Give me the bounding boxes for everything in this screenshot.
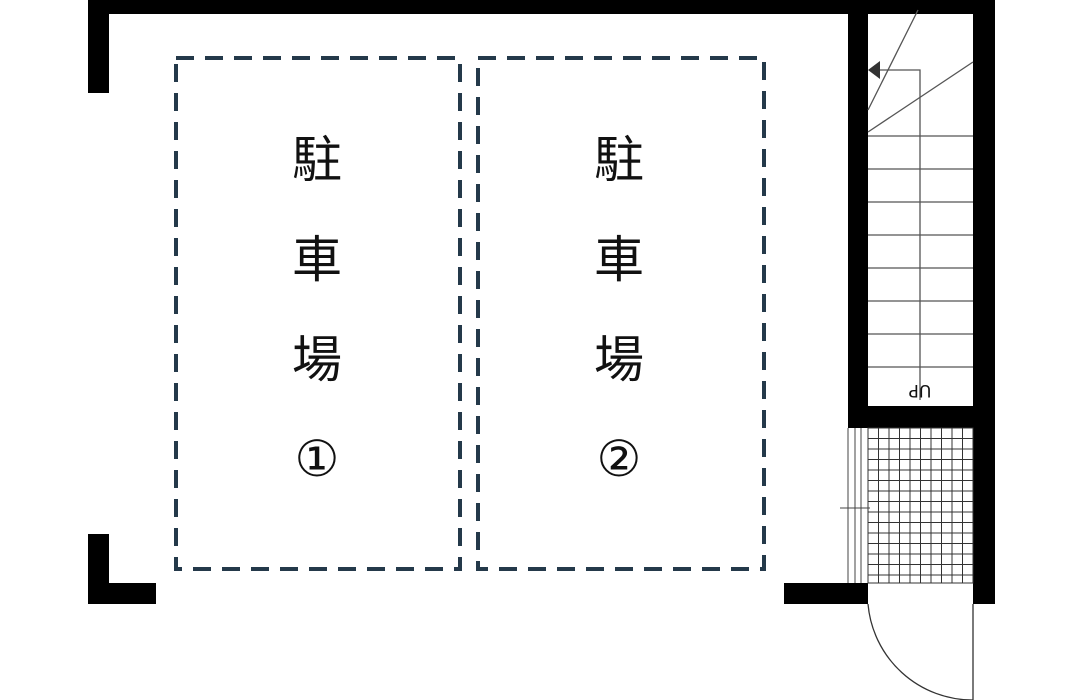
wall-entry-post (848, 583, 868, 604)
parking-bay-1-label: 駐 車 場 ① (292, 131, 342, 488)
wall-top (88, 0, 995, 14)
stair-up-label: UP (909, 380, 932, 400)
parking-bay-1-outline (174, 56, 462, 571)
bay-1-number: ① (295, 430, 340, 488)
wall-bottom-right (784, 583, 868, 604)
wall-bottom-left (88, 583, 156, 604)
bay-2-char-2: 車 (594, 231, 644, 289)
bay-2-char-3: 場 (594, 331, 644, 389)
stair-up-text: UP (909, 380, 932, 400)
stair-break-line-1 (867, 9, 919, 111)
parking-bay-2-label: 駐 車 場 ② (594, 131, 644, 488)
bay-2-char-1: 駐 (594, 131, 644, 189)
tile-grid (868, 428, 973, 583)
entry-tile-area (867, 427, 974, 584)
wall-stair-bottom (848, 406, 995, 428)
wall-left-upper (88, 0, 109, 93)
stair-direction-line (877, 69, 921, 400)
bay-2-number: ② (597, 430, 642, 488)
walls (88, 0, 995, 604)
wall-stair-right (973, 0, 995, 604)
wall-stair-left (848, 0, 868, 428)
bay-1-char-3: 場 (292, 331, 342, 389)
staircase: UP (867, 9, 974, 400)
parking-bays (174, 56, 766, 571)
stair-direction-arrowhead (868, 61, 880, 79)
entrance-door-swing (867, 603, 973, 700)
bay-1-char-1: 駐 (292, 131, 342, 189)
entrance-door (867, 603, 974, 700)
side-window (840, 428, 870, 583)
parking-bay-2-outline (476, 56, 766, 571)
bay-1-char-2: 車 (292, 231, 342, 289)
